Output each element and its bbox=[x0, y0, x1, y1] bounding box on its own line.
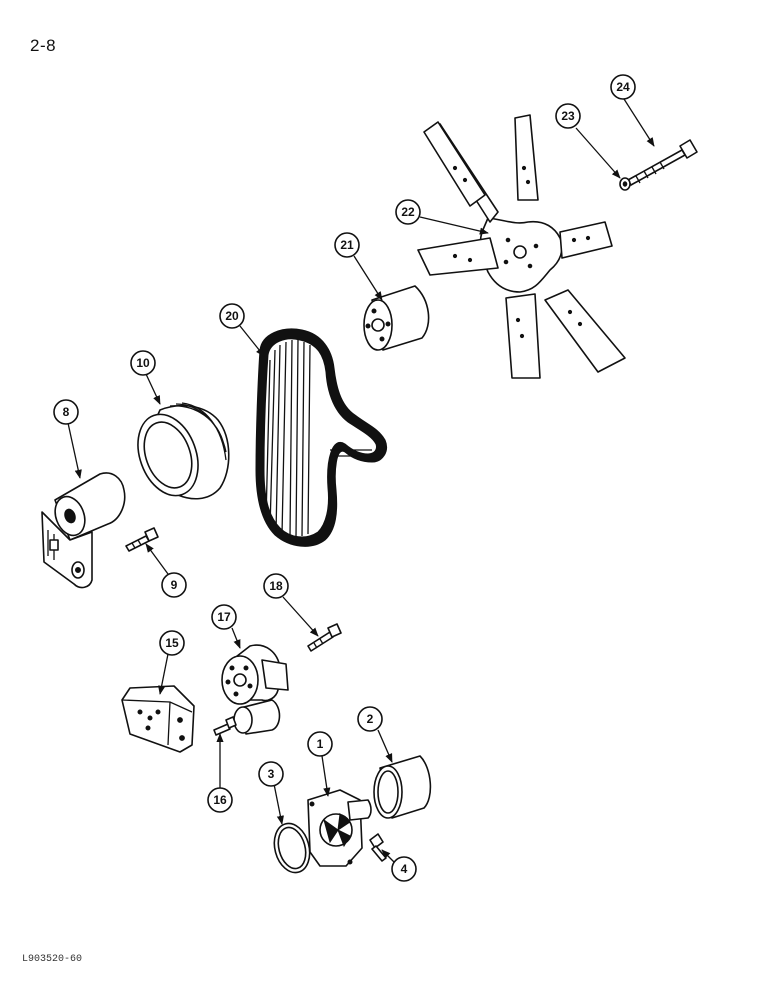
svg-text:24: 24 bbox=[616, 80, 630, 94]
svg-text:18: 18 bbox=[269, 579, 283, 593]
part-22-fan bbox=[417, 114, 626, 379]
svg-text:2: 2 bbox=[367, 712, 374, 726]
callout-24: 23 bbox=[555, 103, 581, 129]
svg-text:23: 23 bbox=[561, 109, 575, 123]
part-18-bolt bbox=[307, 623, 342, 652]
callout-22: 22 bbox=[395, 199, 421, 225]
callout-18: 18 bbox=[263, 573, 289, 599]
part-20-serpentine-belt bbox=[255, 328, 387, 547]
part-23-long-bolt bbox=[627, 139, 698, 186]
callout-3: 3 bbox=[258, 761, 284, 787]
callout-16: 16 bbox=[207, 787, 233, 813]
callout-8: 8 bbox=[53, 399, 79, 425]
part-2-sleeve bbox=[373, 755, 432, 819]
part-15-bracket-plate bbox=[121, 685, 195, 753]
svg-text:8: 8 bbox=[63, 405, 70, 419]
svg-text:17: 17 bbox=[217, 610, 231, 624]
svg-text:4: 4 bbox=[401, 862, 408, 876]
callout-4: 4 bbox=[391, 856, 417, 882]
svg-text:15: 15 bbox=[165, 636, 179, 650]
svg-text:9: 9 bbox=[171, 578, 178, 592]
callout-9: 9 bbox=[161, 572, 187, 598]
callout-21: 21 bbox=[334, 232, 360, 258]
svg-text:1: 1 bbox=[317, 737, 324, 751]
figure-code: L903520-60 bbox=[22, 954, 83, 965]
callout-1: 1 bbox=[307, 731, 333, 757]
callout-10: 10 bbox=[130, 350, 156, 376]
svg-text:10: 10 bbox=[136, 356, 150, 370]
part-21-spacer bbox=[363, 285, 430, 351]
callout-20: 20 bbox=[219, 303, 245, 329]
svg-text:21: 21 bbox=[340, 238, 354, 252]
svg-text:16: 16 bbox=[213, 793, 227, 807]
svg-text:22: 22 bbox=[401, 205, 415, 219]
part-3-o-ring bbox=[273, 822, 311, 874]
callout-23: 24 bbox=[610, 74, 636, 100]
part-8-tensioner bbox=[41, 472, 126, 589]
svg-text:3: 3 bbox=[268, 767, 275, 781]
part-1-water-pump bbox=[307, 789, 372, 867]
page-number: 2-8 bbox=[30, 36, 57, 55]
part-17-idler-assembly bbox=[221, 644, 289, 735]
part-4-bolt bbox=[369, 833, 387, 862]
part-24-washer bbox=[619, 177, 631, 191]
callout-2: 2 bbox=[357, 706, 383, 732]
callout-17: 17 bbox=[211, 604, 237, 630]
leader-lines bbox=[67, 98, 655, 863]
svg-text:20: 20 bbox=[225, 309, 239, 323]
callout-15: 15 bbox=[159, 630, 185, 656]
part-10-pulley bbox=[137, 402, 230, 500]
part-9-bolt bbox=[125, 527, 159, 552]
part-16-small-bolt bbox=[213, 716, 237, 736]
